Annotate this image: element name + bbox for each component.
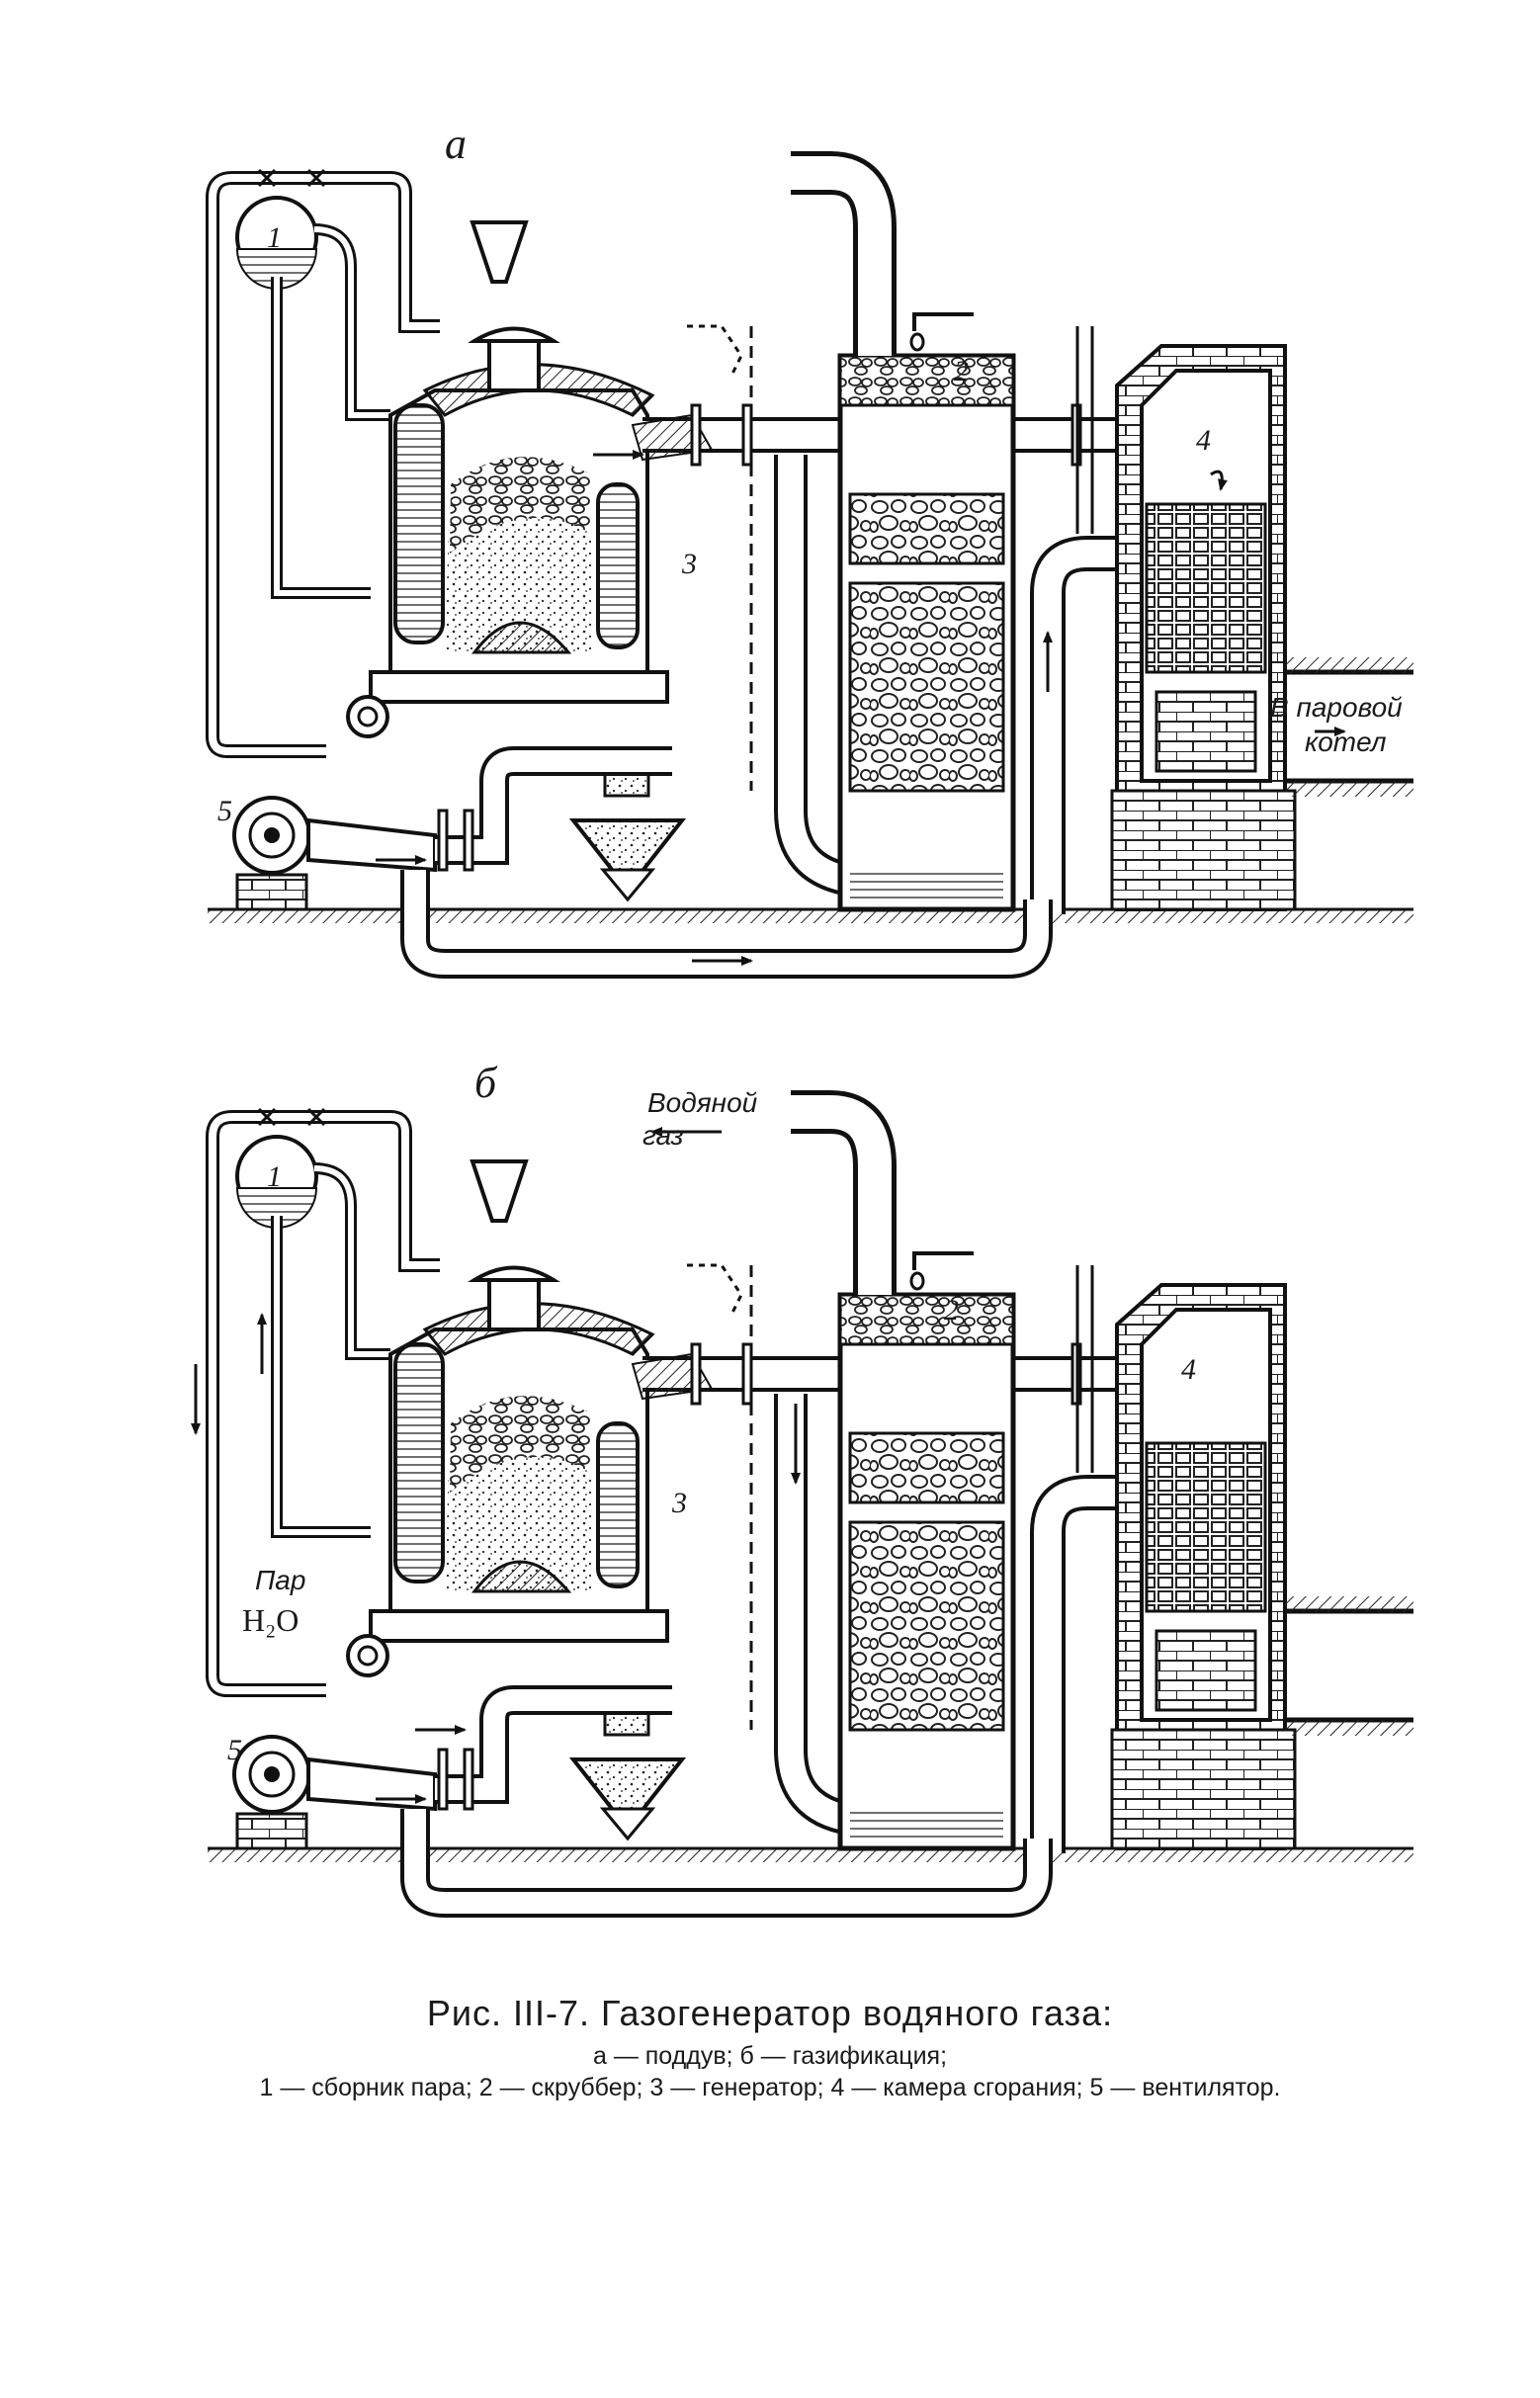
- steam-label: Пар: [255, 1565, 305, 1595]
- label-2: 2: [954, 355, 969, 387]
- label-4: 4: [1181, 1353, 1196, 1386]
- label-3: 3: [681, 548, 697, 580]
- panel-a-apparatus: [208, 170, 1413, 964]
- boiler-label-line2: котел: [1305, 727, 1387, 757]
- panel-b-letter: б: [474, 1059, 498, 1107]
- figure-caption-legend: 1 — сборник пара; 2 — скруббер; 3 — гене…: [259, 2074, 1281, 2101]
- label-2: 2: [944, 1294, 959, 1327]
- panel-b-apparatus: [208, 1109, 1413, 1903]
- label-5: 5: [227, 1734, 242, 1766]
- label-1: 1: [267, 221, 282, 254]
- label-5: 5: [217, 795, 232, 827]
- panel-b-gas-run: б Водяной газ 1 2 3 4 5 Пар H₂O: [196, 1059, 1413, 1903]
- boiler-label-line1: В паровой: [1270, 692, 1403, 723]
- water-gas-label-line1: Водяной: [647, 1087, 758, 1118]
- label-3: 3: [671, 1487, 687, 1519]
- figure-caption-modes: а — поддув; б — газификация;: [592, 2042, 948, 2070]
- flow-arrow: [1210, 470, 1228, 491]
- water-formula-label: H₂O: [242, 1602, 299, 1638]
- figure-caption-title: Рис. III-7. Газогенератор водяного газа:: [426, 1993, 1114, 2033]
- label-1: 1: [267, 1160, 282, 1193]
- label-4: 4: [1196, 424, 1211, 457]
- panel-a-blow-run: а 1 2 3 4 5 В паровой котел: [208, 120, 1413, 964]
- water-gas-label-line2: газ: [642, 1120, 683, 1151]
- panel-a-letter: а: [445, 120, 467, 168]
